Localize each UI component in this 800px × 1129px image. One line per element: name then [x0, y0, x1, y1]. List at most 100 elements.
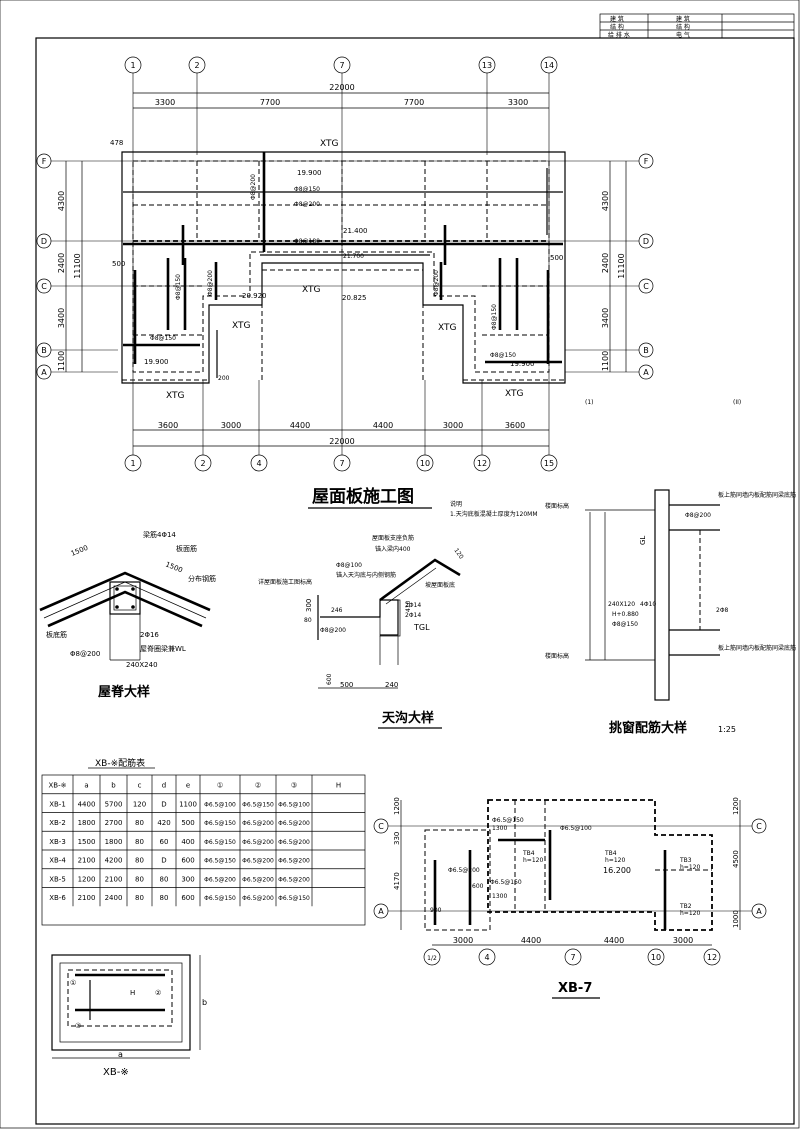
xb-table-cell: 80 [135, 838, 144, 846]
xb7-dim: 900 [430, 907, 442, 914]
sheet-border [35, 37, 795, 1125]
xb-table-cell: Φ6.5@150 [204, 858, 236, 865]
xb7-rebar: Φ6.5@200 [448, 867, 480, 874]
note-label: (II) [733, 399, 741, 406]
xb-table-cell: 2100 [78, 857, 96, 865]
roof-left-axes: F D C B A [36, 153, 52, 380]
gutter-dim: 120 [452, 547, 464, 561]
xtg-label: XTG [320, 139, 339, 149]
xb-table-cell: 500 [181, 819, 194, 827]
elevation-label: 21.700 [343, 253, 364, 260]
title-block-r2c1: 结 构 [610, 23, 624, 31]
roof-right-dim: 3400 [601, 308, 610, 328]
xb-table-cell: 80 [160, 875, 169, 883]
ridge-label: 240X240 [126, 661, 158, 669]
roof-top-dim: 3300 [508, 98, 528, 107]
window-detail: 楼面标高 楼面标高 板上筋同墙内板配筋同梁底筋 板上筋同墙内板配筋同梁底筋 Φ8… [545, 489, 796, 736]
roof-left-total: 11100 [73, 253, 82, 278]
axis-bubble: 1 [130, 459, 135, 468]
roof-plan-title: 屋面板施工图 [312, 486, 414, 507]
xb-table-cell: Φ6.5@200 [242, 839, 274, 846]
xb7-axis-bubble: 7 [570, 953, 575, 962]
axis-bubble: 14 [544, 61, 554, 70]
gutter-dim: 246 [331, 607, 343, 614]
roof-bottom-dim: 3600 [505, 421, 525, 430]
xb-table-header: c [138, 782, 142, 790]
xb-table-cell: 4200 [105, 857, 123, 865]
xb-table-cell: 400 [181, 838, 194, 846]
dim-label: 500 [112, 260, 125, 268]
roof-top-dim: 7700 [260, 98, 280, 107]
gutter-label: 2Φ14 [405, 602, 421, 609]
ridge-label: 分布钢筋 [188, 574, 216, 583]
xb-star-title: XB-※ [103, 1067, 129, 1078]
gutter-label: 2Φ14 [405, 612, 421, 619]
dim-label: 200 [218, 375, 230, 382]
axis-bubble: 7 [339, 61, 344, 70]
ridge-dim: 1500 [70, 544, 90, 558]
xb7-row-bubble: A [756, 907, 762, 916]
xb-table-cell: Φ6.5@200 [242, 876, 274, 883]
rebar-label: Φ8@200 [294, 201, 320, 208]
ridge-label: 屋脊圈梁兼WL [140, 644, 186, 653]
xtg-label: XTG [302, 285, 321, 295]
xb7-left-dim: 1200 [393, 797, 401, 815]
xb7-label: h=120 [523, 857, 543, 864]
xb7-bottom-dim: 4400 [521, 936, 541, 945]
row-bubble: B [643, 346, 649, 355]
xb7-right-dim: 1000 [732, 910, 740, 928]
ridge-label: 梁筋4Φ14 [143, 530, 176, 539]
xb7-rebar: Φ6.5@100 [560, 825, 592, 832]
title-block: 建 筑 建 筑 结 构 结 构 给 排 水 电 气 [599, 13, 795, 39]
xtg-label: XTG [166, 391, 185, 401]
xb-table-cell: 2100 [105, 875, 123, 883]
xb-star-c1: ① [70, 979, 76, 987]
roof-bottom-axes: 1 2 4 7 10 12 15 [124, 454, 558, 472]
xb-table-cell: 80 [135, 894, 144, 902]
roof-bottom-total: 22000 [329, 437, 354, 446]
xb7-dim: 600 [472, 883, 484, 890]
ridge-label: 2Φ16 [140, 631, 159, 639]
xb-table-cell: XB-1 [49, 800, 66, 808]
xb-table-cell: 2100 [78, 894, 96, 902]
row-bubble: C [41, 282, 47, 291]
xb7-rebar: Φ6.5@150 [492, 817, 524, 824]
window-label: 楼面标高 [545, 502, 569, 510]
rebar-label: Φ8@150 [491, 304, 498, 330]
xb-table-cell: Φ6.5@200 [278, 858, 310, 865]
window-label: 板上筋同墙内板配筋同梁底筋 [718, 491, 796, 499]
elevation-label: 19.900 [144, 358, 169, 366]
ridge-detail-title: 屋脊大样 [98, 684, 150, 700]
xb-table-cell: D [161, 857, 166, 865]
xb-table-header: H [336, 782, 341, 790]
xb-table-cell: Φ6.5@200 [242, 895, 274, 902]
xb-table-cell: 1800 [105, 838, 123, 846]
gutter-label: 坡屋面板底 [425, 581, 455, 589]
xb-table-cell: D [161, 800, 166, 808]
roof-beam-line [132, 160, 550, 373]
rebar-label: Φ8@200 [433, 270, 440, 296]
xb-table-header: ③ [291, 782, 297, 790]
xb7-label: TB3 [679, 857, 692, 864]
xb7-label: h=120 [605, 857, 625, 864]
xb-table-cell: 420 [157, 819, 170, 827]
axis-bubble: 4 [256, 459, 261, 468]
xb-table-cell: 300 [181, 875, 194, 883]
gutter-dim: 80 [304, 617, 312, 624]
xb-table-cell: Φ6.5@200 [242, 820, 274, 827]
row-bubble: A [643, 368, 649, 377]
xb-table-cell: 5700 [105, 800, 123, 808]
xtg-label: XTG [505, 389, 524, 399]
xtg-label: XTG [232, 321, 251, 331]
gutter-dim: 500 [340, 681, 353, 689]
xb-table-header: e [186, 782, 190, 790]
xb-table-cell: 1500 [78, 838, 96, 846]
xb-star-b: b [202, 998, 207, 1007]
window-label: 2Φ8 [716, 607, 729, 614]
xb-table-cell: 1100 [179, 800, 197, 808]
roof-bottom-dim: 4400 [290, 421, 310, 430]
gutter-detail-title: 天沟大样 [382, 710, 434, 726]
gutter-label: TGL [413, 623, 430, 632]
window-label: 4Φ10 [640, 601, 656, 608]
xb-star-c3: ③ [75, 1022, 81, 1030]
